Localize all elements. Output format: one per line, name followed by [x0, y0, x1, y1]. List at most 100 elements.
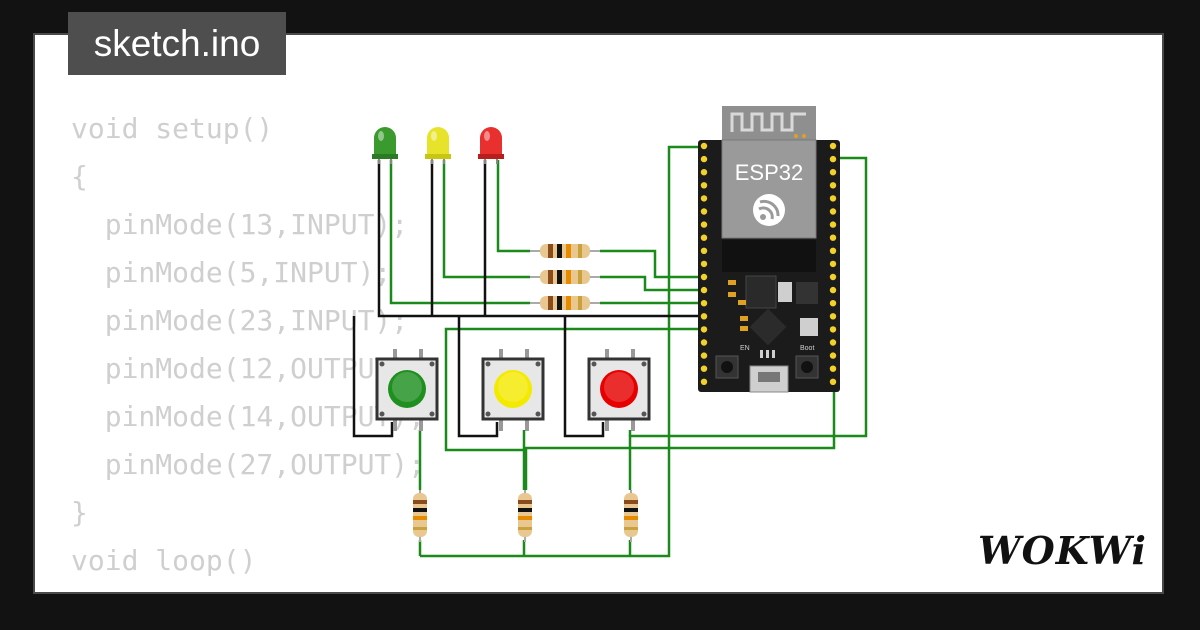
- header-pin[interactable]: [829, 234, 837, 241]
- green-led[interactable]: [372, 127, 398, 164]
- wire: [442, 160, 530, 279]
- code-line: }: [71, 496, 88, 529]
- wire: [389, 160, 530, 305]
- red-led[interactable]: [478, 127, 504, 164]
- led-body: [374, 127, 396, 156]
- green-pushbutton[interactable]: [375, 349, 439, 431]
- wire: [628, 156, 868, 490]
- code-line: pinMode(13,INPUT);: [71, 208, 409, 241]
- header-pin[interactable]: [829, 247, 837, 254]
- black-wires: [352, 160, 702, 438]
- green-wires: [389, 145, 868, 558]
- header-pin[interactable]: [829, 221, 837, 228]
- header-pin[interactable]: [829, 378, 837, 385]
- header-pin[interactable]: [700, 247, 708, 254]
- chip-label: ESP32: [735, 160, 804, 185]
- header-pin[interactable]: [700, 234, 708, 241]
- code-line: pinMode(5,INPUT);: [71, 256, 392, 289]
- code-preview: void setup() { pinMode(13,INPUT); pinMode…: [71, 105, 426, 592]
- header-pin[interactable]: [829, 365, 837, 372]
- button-resistors: [413, 490, 638, 542]
- header-pin[interactable]: [829, 300, 837, 307]
- wokwi-logo: WOKWi: [978, 528, 1147, 573]
- header-pin[interactable]: [700, 155, 708, 163]
- header-pin[interactable]: [700, 378, 708, 385]
- wire: [457, 316, 499, 438]
- led-body: [480, 127, 502, 156]
- header-pin[interactable]: [700, 169, 708, 176]
- code-line: void setup(): [71, 112, 274, 145]
- espressif-logo-icon: [753, 194, 785, 226]
- antenna-trace: [730, 112, 806, 132]
- regulator: [745, 275, 777, 309]
- header-pin[interactable]: [829, 273, 837, 281]
- header-pin[interactable]: [829, 352, 837, 359]
- wire: [444, 327, 702, 452]
- header-pin[interactable]: [829, 326, 837, 333]
- header-pin[interactable]: [700, 273, 708, 281]
- header-pin[interactable]: [700, 365, 708, 372]
- header-pin[interactable]: [829, 208, 837, 215]
- header-pin[interactable]: [829, 155, 837, 163]
- code-line: pinMode(27,OUTPUT);: [71, 448, 426, 481]
- file-tab[interactable]: sketch.ino: [68, 12, 286, 75]
- resistor: [518, 490, 532, 542]
- code-line: {: [71, 160, 88, 193]
- pushbuttons: [375, 349, 651, 431]
- header-pin[interactable]: [700, 286, 708, 294]
- resistor: [530, 244, 600, 258]
- code-line: pinMode(12,OUTPUT);: [71, 352, 426, 385]
- left-header-pins: [700, 142, 708, 385]
- header-pin[interactable]: [700, 326, 708, 333]
- header-pin[interactable]: [829, 195, 837, 202]
- header-pin[interactable]: [829, 169, 837, 176]
- header-pin[interactable]: [700, 195, 708, 202]
- header-pin[interactable]: [700, 208, 708, 215]
- resistor: [413, 490, 427, 542]
- wire: [496, 160, 530, 253]
- header-pin[interactable]: [700, 300, 708, 307]
- code-line: pinMode(14,OUTPUT);: [71, 400, 426, 433]
- code-line: pinMode(23,INPUT);: [71, 304, 409, 337]
- wire: [563, 316, 605, 438]
- resistor: [624, 490, 638, 542]
- header-pin[interactable]: [829, 142, 837, 150]
- usb-serial-chip: [749, 308, 787, 346]
- led-body: [427, 127, 449, 156]
- wire: [352, 316, 394, 438]
- antenna-module: [722, 106, 816, 140]
- header-pin[interactable]: [700, 352, 708, 359]
- code-line: void loop(): [71, 544, 257, 577]
- header-pin[interactable]: [700, 339, 708, 346]
- leds: [372, 127, 504, 164]
- wokwi-logo-text: WOKWi: [978, 528, 1147, 573]
- header-pin[interactable]: [829, 313, 837, 320]
- header-pin[interactable]: [700, 260, 708, 268]
- header-pin[interactable]: [829, 182, 837, 189]
- wire: [377, 160, 702, 318]
- preview-card: void setup() { pinMode(13,INPUT); pinMode…: [33, 33, 1164, 594]
- red-pushbutton[interactable]: [587, 349, 651, 431]
- header-pin[interactable]: [700, 142, 708, 150]
- header-pin[interactable]: [700, 182, 708, 189]
- resistor: [530, 270, 600, 284]
- header-pin[interactable]: [829, 339, 837, 346]
- wire: [600, 249, 702, 279]
- wires: [352, 145, 868, 558]
- yellow-led[interactable]: [425, 127, 451, 164]
- resistor: [530, 296, 600, 310]
- led-resistors: [530, 244, 600, 310]
- esp32-board[interactable]: ESP32 EN Boot: [698, 106, 840, 393]
- header-pin[interactable]: [700, 313, 708, 320]
- bottom-strip: [33, 594, 1164, 630]
- header-pin[interactable]: [700, 221, 708, 228]
- wire: [600, 275, 702, 292]
- en-label: EN: [740, 345, 750, 352]
- boot-label: Boot: [800, 345, 814, 352]
- yellow-pushbutton[interactable]: [481, 349, 545, 431]
- wire: [420, 145, 702, 558]
- header-pin[interactable]: [829, 286, 837, 294]
- right-header-pins: [829, 142, 837, 385]
- header-pin[interactable]: [829, 260, 837, 268]
